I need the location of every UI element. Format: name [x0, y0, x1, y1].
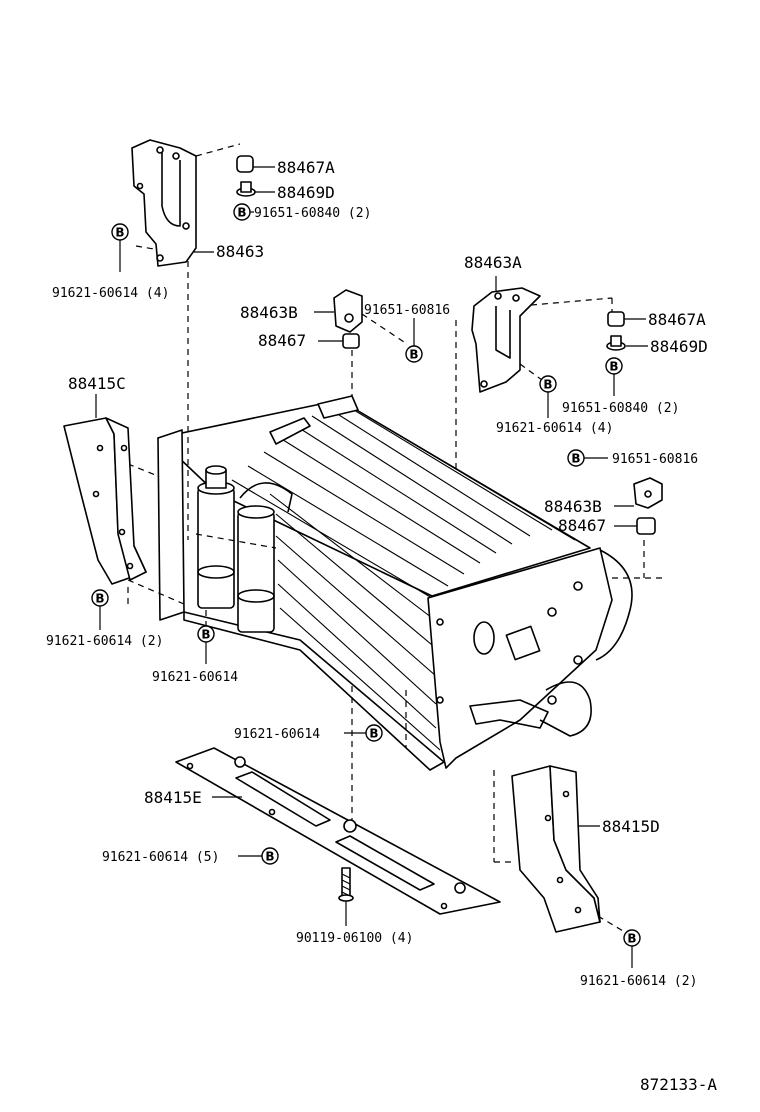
- label-91651-60840-right: 91651-60840 (2): [562, 401, 679, 416]
- label-88463A: 88463A: [464, 253, 522, 272]
- bolt-symbol: B: [405, 318, 423, 363]
- label-91621-60614-4-left: 91621-60614 (4): [52, 286, 169, 301]
- svg-text:B: B: [627, 932, 636, 946]
- bolt-symbol: B: [111, 223, 129, 272]
- pipe-fitting: [505, 625, 541, 661]
- bolt-symbol: B: [567, 449, 608, 467]
- svg-text:B: B: [265, 850, 274, 864]
- label-88467A-right: 88467A: [648, 310, 706, 329]
- bracket-88463B-right: [614, 477, 663, 509]
- label-91651-60816-right: 91651-60816: [612, 452, 698, 467]
- mount-hole: [473, 621, 495, 655]
- bracket-88463B-center: [314, 289, 363, 333]
- svg-text:B: B: [609, 360, 618, 374]
- label-91621-60614-2-right: 91621-60614 (2): [580, 974, 697, 989]
- label-91621-60614-center: 91621-60614: [152, 670, 238, 685]
- label-91651-60840-top: 91651-60840 (2): [254, 206, 371, 221]
- bolt-symbol: B: [344, 724, 383, 742]
- bolt-symbol: B: [539, 375, 557, 418]
- svg-text:B: B: [409, 348, 418, 362]
- assembly-lines: [127, 143, 662, 935]
- label-91651-60816-center: 91651-60816: [364, 303, 450, 318]
- svg-text:B: B: [95, 592, 104, 606]
- label-88467-center: 88467: [258, 331, 306, 350]
- svg-text:B: B: [201, 628, 210, 642]
- bolt-90119-06100: [338, 867, 354, 926]
- label-88469D-right: 88469D: [650, 337, 708, 356]
- bolt-symbol: B: [197, 625, 215, 664]
- plate-88415E: [175, 747, 501, 915]
- svg-text:B: B: [571, 452, 580, 466]
- label-88463B-center: 88463B: [240, 303, 298, 322]
- bolt-symbol: B: [233, 203, 251, 221]
- grommet-88467-right: [614, 517, 656, 535]
- grommet-88467A-right: [607, 311, 646, 327]
- bolt-symbol: B: [238, 847, 279, 865]
- label-88415C: 88415C: [68, 374, 126, 393]
- label-88469D-top: 88469D: [277, 183, 335, 202]
- label-91621-60614-lower: 91621-60614: [234, 727, 320, 742]
- figure-id: 872133-A: [640, 1075, 717, 1094]
- label-88467A-top: 88467A: [277, 158, 335, 177]
- outlet-pipe: [469, 699, 549, 729]
- collar-88469D-top: [236, 181, 275, 197]
- label-91621-60614-4-right: 91621-60614 (4): [496, 421, 613, 436]
- label-91621-60614-2-left: 91621-60614 (2): [46, 634, 163, 649]
- grommet-88467-center: [318, 333, 360, 349]
- collar-88469D-right: [606, 335, 648, 351]
- label-88415E: 88415E: [144, 788, 202, 807]
- label-88463B-right: 88463B: [544, 497, 602, 516]
- label-88467-right: 88467: [558, 516, 606, 535]
- tank-pipe: [239, 482, 293, 513]
- label-90119-06100: 90119-06100 (4): [296, 931, 413, 946]
- bracket-88463A: [471, 276, 541, 393]
- svg-text:B: B: [369, 727, 378, 741]
- svg-text:B: B: [115, 226, 124, 240]
- bracket-88463: [131, 139, 197, 267]
- label-88415D: 88415D: [602, 817, 660, 836]
- label-88463: 88463: [216, 242, 264, 261]
- part-labels: 88467A 88469D 91651-60840 (2) 88463 9162…: [46, 158, 717, 1094]
- label-91621-60614-5: 91621-60614 (5): [102, 850, 219, 865]
- seal-88415D: [511, 765, 601, 933]
- receiver-tank-1: [197, 465, 235, 609]
- bolt-symbol: B: [605, 357, 623, 396]
- receiver-tank-2: [237, 482, 293, 633]
- grommet-88467A-top: [236, 155, 275, 173]
- bolt-symbol: B: [91, 589, 109, 630]
- condenser-fins: [231, 403, 576, 751]
- seal-88415C: [63, 394, 147, 585]
- condenser-assembly: [157, 395, 633, 771]
- svg-text:B: B: [543, 378, 552, 392]
- bolt-symbol: B: [623, 929, 641, 968]
- svg-text:B: B: [237, 206, 246, 220]
